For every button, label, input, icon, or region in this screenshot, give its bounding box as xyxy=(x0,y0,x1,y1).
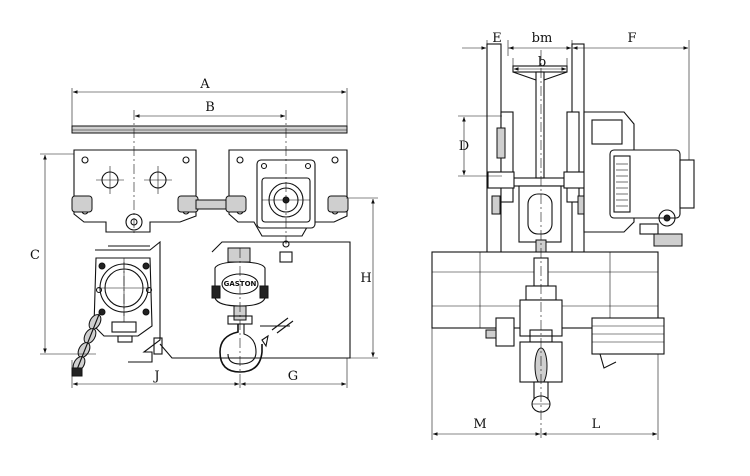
dimension-bm: bm xyxy=(508,31,573,56)
i-beam-rail xyxy=(71,125,348,134)
dimension-h: H xyxy=(262,197,378,359)
label-b: B xyxy=(205,100,215,115)
label-bm: bm xyxy=(532,31,553,46)
hand-chain xyxy=(71,311,102,377)
dimension-c: C xyxy=(30,153,96,355)
label-f: F xyxy=(627,31,636,46)
dimension-j: J xyxy=(71,360,241,388)
hoist-frame xyxy=(95,240,351,363)
dimension-g: G xyxy=(240,358,348,388)
dimension-l: L xyxy=(541,354,659,440)
front-view: GASTON A B xyxy=(30,77,378,388)
label-e: E xyxy=(492,31,502,46)
label-l: L xyxy=(592,417,601,432)
hook-block xyxy=(219,305,294,373)
dimension-f: F xyxy=(572,31,690,160)
centre-hanger xyxy=(518,185,562,257)
dimension-m: M xyxy=(431,328,541,440)
dimension-b-flange: b xyxy=(512,55,568,71)
label-g: G xyxy=(288,369,298,384)
label-d: D xyxy=(459,139,469,154)
dimension-a: A xyxy=(71,77,348,126)
trolley-tie-bar xyxy=(195,199,231,210)
label-c: C xyxy=(30,248,40,263)
left-trolley-plate xyxy=(71,149,199,233)
beam-section xyxy=(512,65,568,187)
label-b-side: b xyxy=(538,55,546,70)
side-left-plate xyxy=(486,43,515,267)
dimension-e: E xyxy=(462,31,512,56)
label-j: J xyxy=(152,369,159,384)
side-view: E bm b F D xyxy=(431,31,695,440)
label-a: A xyxy=(199,77,210,92)
dimension-d: D xyxy=(458,115,502,177)
label-h: H xyxy=(360,271,371,286)
trolley-motor xyxy=(583,111,695,247)
dimension-b: B xyxy=(134,100,286,118)
right-trolley-plate xyxy=(225,149,349,263)
label-m: M xyxy=(473,417,486,432)
left-gearbox xyxy=(93,257,153,343)
